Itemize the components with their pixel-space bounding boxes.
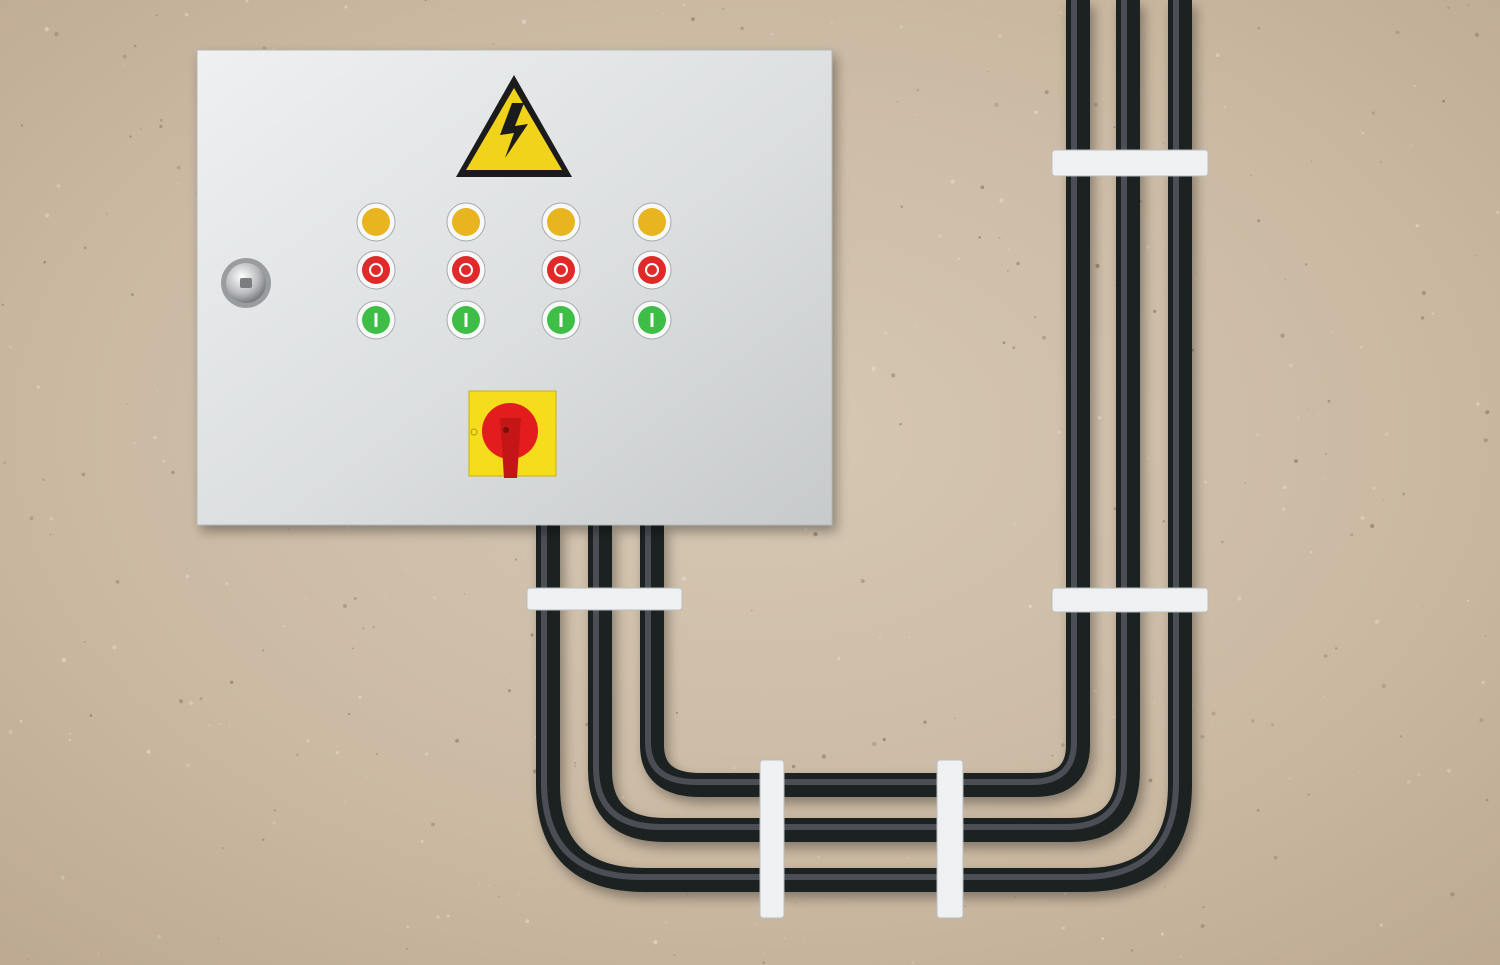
- cable-clamp: [526, 587, 683, 611]
- cable-clamp: [1051, 149, 1209, 177]
- red-indicator-button[interactable]: [541, 250, 581, 290]
- green-indicator-button[interactable]: [632, 300, 672, 340]
- green-indicator-button[interactable]: [356, 300, 396, 340]
- cable-clamp: [1051, 587, 1209, 613]
- yellow-indicator-button[interactable]: [356, 202, 396, 242]
- high-voltage-icon: [456, 75, 572, 177]
- keylock-icon[interactable]: [221, 258, 271, 308]
- yellow-indicator-button[interactable]: [541, 202, 581, 242]
- main-rotary-switch[interactable]: [468, 390, 557, 478]
- green-indicator-button[interactable]: [446, 300, 486, 340]
- cable-clamp: [759, 759, 785, 919]
- yellow-indicator-button[interactable]: [446, 202, 486, 242]
- red-indicator-button[interactable]: [356, 250, 396, 290]
- cable-bundle: [536, 0, 1192, 892]
- yellow-indicator-button[interactable]: [632, 202, 672, 242]
- red-indicator-button[interactable]: [632, 250, 672, 290]
- cable-clamps: [526, 149, 1209, 919]
- red-indicator-button[interactable]: [446, 250, 486, 290]
- green-indicator-button[interactable]: [541, 300, 581, 340]
- indicator-grid: [356, 202, 672, 340]
- cable-clamp: [936, 759, 964, 919]
